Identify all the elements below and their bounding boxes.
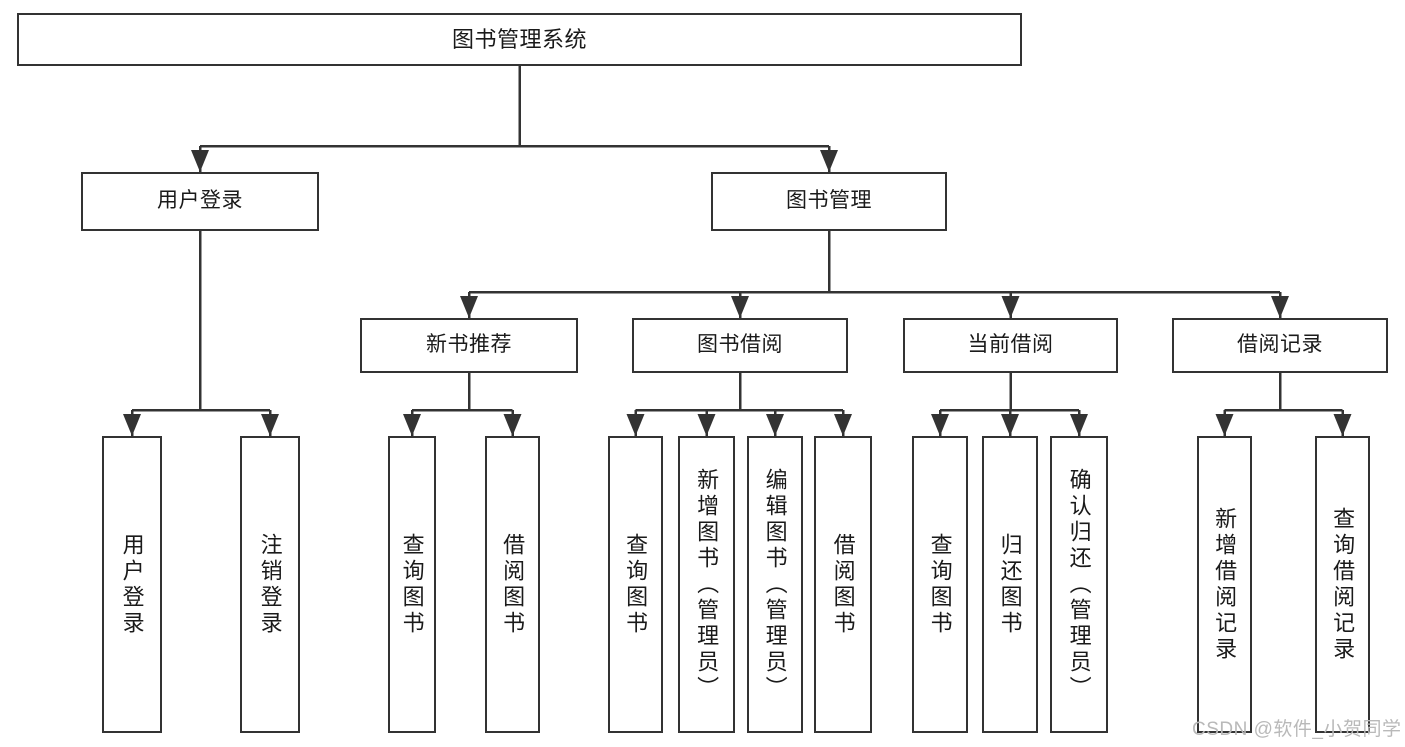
node-leaf-login-1[interactable]: 用户登录 xyxy=(102,436,162,733)
node-label: 借阅图书 xyxy=(500,532,526,637)
node-label: 编辑图书（管理员） xyxy=(762,467,788,702)
node-login[interactable]: 用户登录 xyxy=(81,172,319,231)
node-label: 图书借阅 xyxy=(697,333,783,357)
arrowhead-icon xyxy=(766,414,784,436)
node-bookmgmt[interactable]: 图书管理 xyxy=(711,172,947,231)
arrowhead-icon xyxy=(191,150,209,172)
node-label: 图书管理系统 xyxy=(451,26,587,52)
node-label: 注销登录 xyxy=(257,532,283,637)
arrowhead-icon xyxy=(931,414,949,436)
node-records[interactable]: 借阅记录 xyxy=(1172,318,1388,373)
arrowhead-icon xyxy=(123,414,141,436)
arrowhead-icon xyxy=(503,414,522,436)
node-leaf-borrow-4[interactable]: 借阅图书 xyxy=(814,436,872,733)
node-label: 图书管理 xyxy=(786,189,872,213)
node-root[interactable]: 图书管理系统 xyxy=(17,13,1022,66)
node-label: 当前借阅 xyxy=(967,333,1054,357)
arrowhead-icon xyxy=(1215,414,1234,436)
arrowhead-icon xyxy=(1001,414,1019,436)
arrowhead-icon xyxy=(403,414,421,436)
node-leaf-borrow-3[interactable]: 编辑图书（管理员） xyxy=(747,436,803,733)
node-label: 借阅记录 xyxy=(1237,333,1323,357)
node-label: 查询图书 xyxy=(927,532,953,637)
arrowhead-icon xyxy=(626,414,645,436)
arrowhead-icon xyxy=(1333,414,1352,436)
node-label: 新增借阅记录 xyxy=(1212,506,1238,663)
node-borrow[interactable]: 图书借阅 xyxy=(632,318,848,373)
node-label: 借阅图书 xyxy=(830,532,856,637)
node-label: 归还图书 xyxy=(997,532,1023,637)
node-label: 查询图书 xyxy=(399,532,425,637)
node-leaf-rec-1[interactable]: 新增借阅记录 xyxy=(1197,436,1252,733)
node-label: 确认归还（管理员） xyxy=(1066,467,1092,702)
node-leaf-borrow-1[interactable]: 查询图书 xyxy=(608,436,663,733)
arrowhead-icon xyxy=(820,150,838,172)
node-leaf-login-2[interactable]: 注销登录 xyxy=(240,436,300,733)
node-leaf-cur-2[interactable]: 归还图书 xyxy=(982,436,1038,733)
node-label: 用户登录 xyxy=(157,189,243,213)
node-leaf-rec-2[interactable]: 查询借阅记录 xyxy=(1315,436,1370,733)
node-leaf-new-2[interactable]: 借阅图书 xyxy=(485,436,540,733)
arrowhead-icon xyxy=(261,414,279,436)
arrowhead-icon xyxy=(697,414,716,436)
node-newbook[interactable]: 新书推荐 xyxy=(360,318,578,373)
node-leaf-cur-1[interactable]: 查询图书 xyxy=(912,436,968,733)
node-label: 查询图书 xyxy=(623,532,649,637)
arrowhead-icon xyxy=(460,296,478,318)
node-leaf-borrow-2[interactable]: 新增图书（管理员） xyxy=(678,436,735,733)
arrowhead-icon xyxy=(1001,296,1020,318)
arrowhead-icon xyxy=(1070,414,1088,436)
node-current[interactable]: 当前借阅 xyxy=(903,318,1118,373)
node-leaf-new-1[interactable]: 查询图书 xyxy=(388,436,436,733)
node-label: 用户登录 xyxy=(119,532,145,637)
node-leaf-cur-3[interactable]: 确认归还（管理员） xyxy=(1050,436,1108,733)
arrowhead-icon xyxy=(834,414,852,436)
arrowhead-icon xyxy=(1271,296,1289,318)
node-label: 新增图书（管理员） xyxy=(694,467,720,702)
arrowhead-icon xyxy=(731,296,749,318)
node-label: 查询借阅记录 xyxy=(1330,506,1356,663)
node-label: 新书推荐 xyxy=(426,333,512,357)
